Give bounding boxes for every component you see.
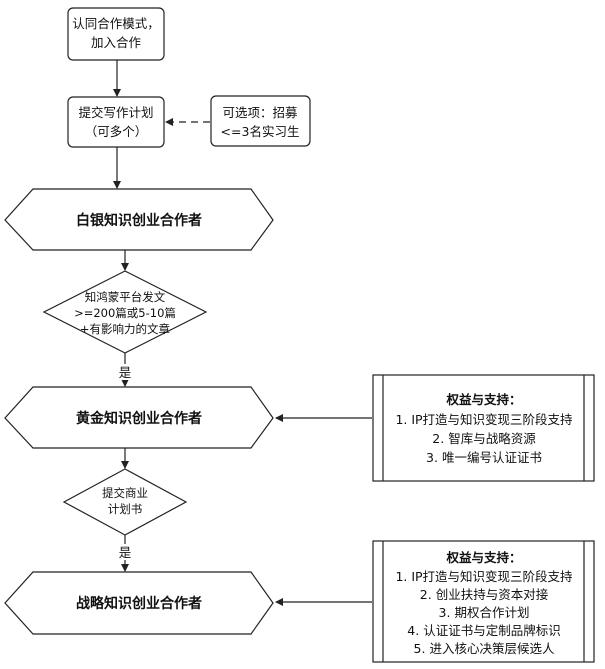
gold-node: 黄金知识创业合作者: [4, 386, 274, 449]
yes-label-2: 是: [119, 545, 132, 560]
decision2-line2: 计划书: [108, 502, 143, 516]
gold-benefits-title: 权益与支持：: [445, 392, 521, 407]
strategic-node: 战略知识创业合作者: [4, 571, 274, 635]
strategic-benefit-item: 3. 期权合作计划: [439, 605, 530, 620]
silver-node: 白银知识创业合作者: [4, 188, 274, 251]
strategic-benefit-item: 5. 进入核心决策层候选人: [414, 641, 555, 656]
decision2-line1: 提交商业: [102, 486, 148, 500]
gold-benefits-box: 权益与支持： 1. IP打造与知识变现三阶段支持 2. 智库与战略资源 3. 唯…: [372, 374, 595, 482]
start-node: 认同合作模式， 加入合作: [67, 7, 165, 61]
strategic-benefits-box: 权益与支持： 1. IP打造与知识变现三阶段支持 2. 创业扶持与资本对接 3.…: [372, 540, 595, 663]
plan-node-line2: （可多个）: [85, 124, 148, 139]
decision1-line2: >=200篇或5-10篇: [74, 306, 176, 320]
yes-label-1: 是: [119, 365, 132, 380]
strategic-node-label: 战略知识创业合作者: [76, 595, 202, 612]
gold-benefit-item: 3. 唯一编号认证证书: [426, 450, 542, 465]
gold-node-label: 黄金知识创业合作者: [76, 410, 202, 427]
gold-benefit-item: 1. IP打造与知识变现三阶段支持: [395, 412, 572, 427]
strategic-benefit-item: 1. IP打造与知识变现三阶段支持: [395, 569, 572, 584]
strategic-benefit-item: 4. 认证证书与定制品牌标识: [407, 623, 560, 638]
decision1-line3: +有影响力的文章: [80, 322, 170, 336]
start-node-line2: 加入合作: [91, 35, 142, 50]
strategic-benefit-item: 2. 创业扶持与资本对接: [420, 587, 549, 602]
plan-node: 提交写作计划 （可多个）: [67, 96, 165, 148]
decision-business-plan: 提交商业 计划书: [62, 468, 188, 536]
decision1-line1: 知鸿蒙平台发文: [85, 290, 166, 304]
strategic-benefits-title: 权益与支持：: [445, 550, 521, 565]
silver-node-label: 白银知识创业合作者: [76, 212, 202, 229]
plan-node-line1: 提交写作计划: [78, 105, 153, 120]
start-node-line1: 认同合作模式，: [72, 16, 160, 31]
optional-node-line1: 可选项：招募: [222, 105, 298, 120]
optional-node-line2: <=3名实习生: [221, 124, 300, 139]
decision-publish-articles: 知鸿蒙平台发文 >=200篇或5-10篇 +有影响力的文章: [42, 270, 208, 354]
gold-benefit-item: 2. 智库与战略资源: [432, 431, 536, 446]
optional-node: 可选项：招募 <=3名实习生: [210, 95, 311, 147]
